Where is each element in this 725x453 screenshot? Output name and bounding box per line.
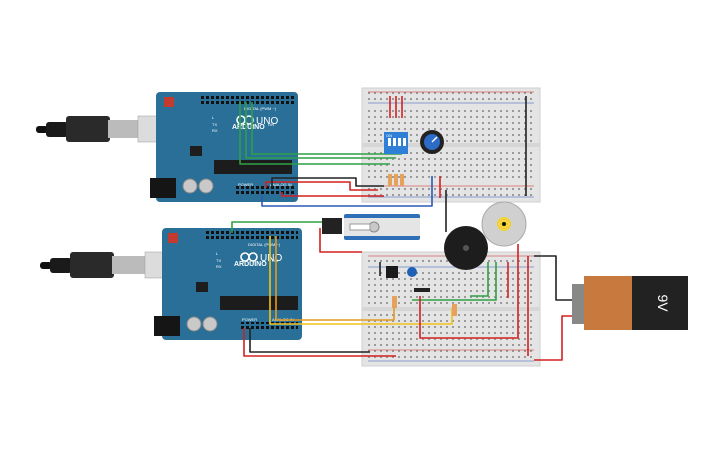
wire-red bbox=[243, 328, 396, 357]
digital-header-bottom bbox=[206, 231, 298, 239]
resistor-array-top bbox=[388, 174, 404, 186]
l-label: L bbox=[212, 115, 215, 120]
diode[interactable] bbox=[414, 288, 430, 292]
capacitor[interactable] bbox=[407, 267, 417, 277]
dip-switch[interactable]: ON bbox=[384, 132, 408, 154]
wire-green bbox=[251, 102, 402, 155]
arduino-logo-text: ARDUINO bbox=[232, 124, 265, 131]
power-jack-top bbox=[150, 178, 176, 198]
power-label: POWER bbox=[238, 182, 253, 187]
digital-label: DIGITAL (PWM ~) bbox=[248, 242, 281, 247]
rx-label: RX bbox=[212, 128, 218, 133]
digital-label: DIGITAL (PWM ~) bbox=[244, 106, 277, 111]
wire-red bbox=[419, 244, 519, 339]
arduino-model-label: UNO bbox=[260, 253, 282, 264]
arduino-uno-bottom[interactable]: ARDUINO UNO DIGITAL (PWM ~) POWER ANALOG… bbox=[154, 228, 302, 340]
tx-label: TX bbox=[212, 122, 217, 127]
on-label: ON bbox=[268, 122, 274, 127]
on-label: ON bbox=[272, 258, 278, 263]
usb-cable-top[interactable] bbox=[36, 115, 175, 143]
piezo-buzzer[interactable] bbox=[444, 226, 488, 270]
wire-blue bbox=[261, 176, 433, 207]
dc-motor[interactable] bbox=[481, 201, 527, 247]
reset-button-top[interactable] bbox=[164, 97, 174, 107]
wire-orange bbox=[275, 236, 395, 321]
wire-red bbox=[319, 228, 362, 253]
wire-green bbox=[412, 262, 497, 301]
tx-label: TX bbox=[216, 258, 221, 263]
power-label: POWER bbox=[242, 317, 257, 322]
arduino-infinity-icon bbox=[236, 115, 254, 125]
resistor[interactable] bbox=[452, 304, 457, 316]
arduino-model-label: UNO bbox=[256, 116, 278, 127]
battery-9v[interactable]: 9V bbox=[572, 276, 688, 330]
arduino-logo-text: ARDUINO bbox=[234, 261, 267, 268]
wire-green bbox=[470, 262, 489, 297]
atmega-chip-top bbox=[214, 160, 292, 174]
analog-label: ANALOG IN bbox=[270, 182, 292, 187]
digital-header-top bbox=[200, 96, 295, 104]
potentiometer[interactable] bbox=[420, 130, 444, 154]
wire-green bbox=[231, 221, 326, 233]
wire-red bbox=[265, 181, 378, 191]
wires[interactable] bbox=[231, 96, 584, 361]
arduino-infinity-icon bbox=[240, 252, 258, 262]
usb-cable-bottom[interactable] bbox=[40, 251, 182, 279]
atmega-chip-bottom bbox=[220, 296, 298, 310]
reset-button-bottom[interactable] bbox=[168, 233, 178, 243]
wire-green bbox=[245, 102, 396, 159]
arduino-uno-top[interactable]: ARDUINO UNO DIGITAL (PWM ~) POWER ANALOG… bbox=[150, 92, 298, 202]
wire-black bbox=[249, 328, 370, 353]
wire-green bbox=[239, 102, 390, 165]
resistor[interactable] bbox=[392, 296, 397, 308]
knob-indicator bbox=[431, 136, 438, 143]
l-label: L bbox=[216, 251, 219, 256]
battery-label: 9V bbox=[655, 294, 671, 312]
power-analog-header-top bbox=[236, 186, 294, 194]
wire-black bbox=[271, 177, 384, 188]
power-jack-bottom bbox=[154, 316, 180, 336]
rx-label: RX bbox=[216, 264, 222, 269]
wire-black bbox=[534, 255, 584, 301]
transistor[interactable] bbox=[386, 266, 398, 278]
wire-red bbox=[281, 192, 384, 197]
power-analog-header-bottom bbox=[240, 322, 298, 330]
dip-switch-label: ON bbox=[386, 133, 392, 138]
servo-motor[interactable] bbox=[322, 214, 420, 240]
